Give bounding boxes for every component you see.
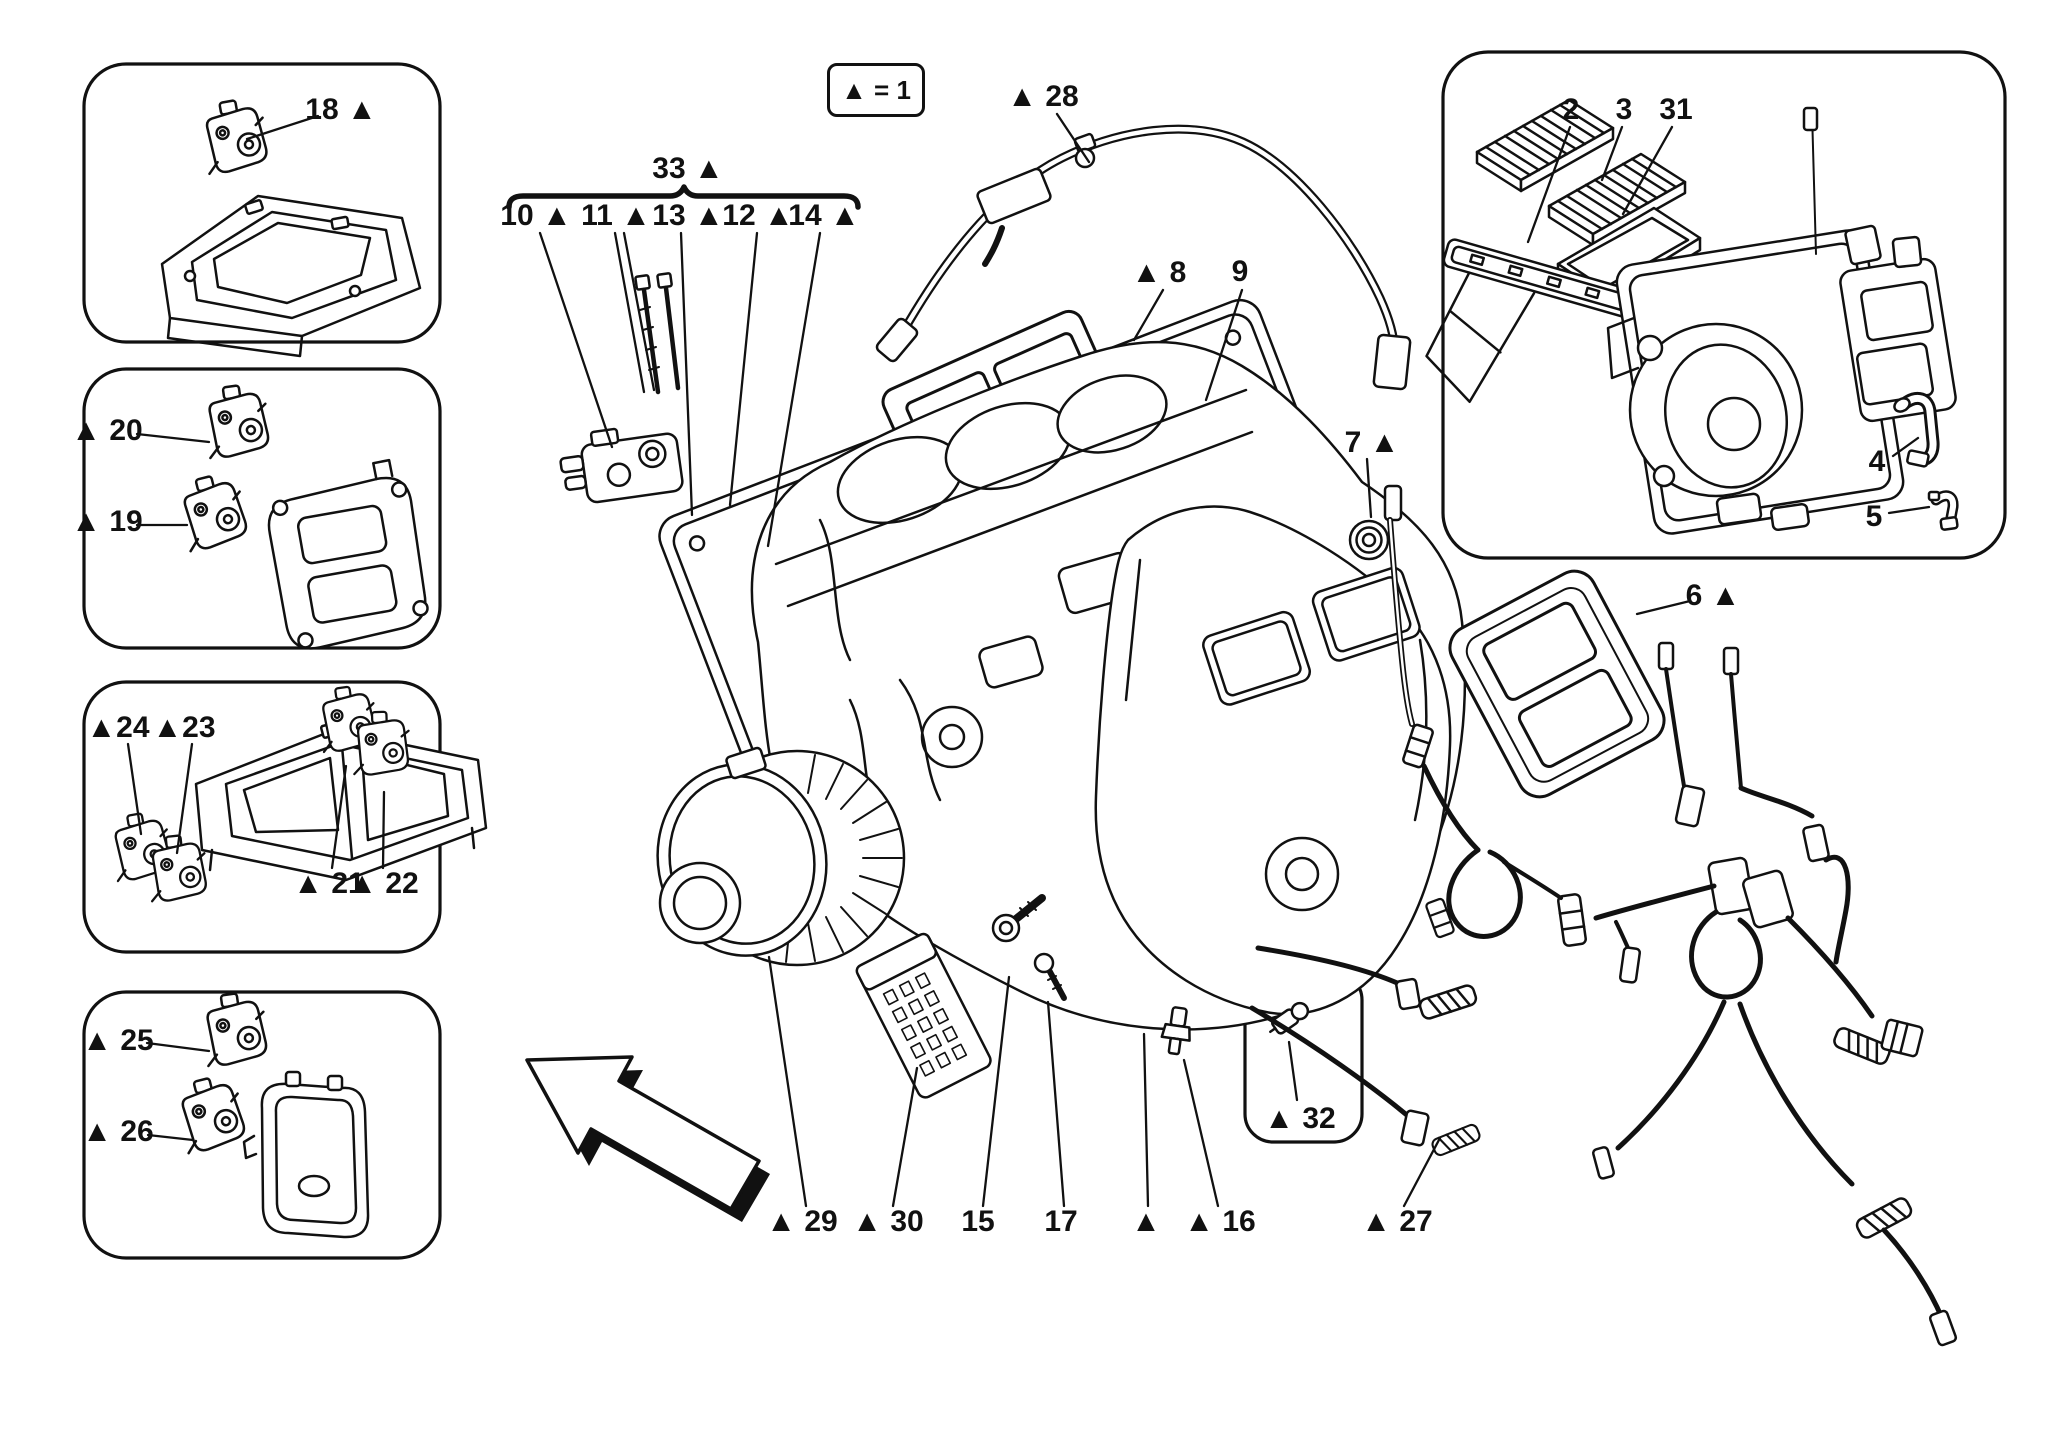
seal-6 [1448,569,1666,799]
bolt-15 [991,894,1046,943]
resistor-30 [855,932,992,1099]
callout-10: 10 ▲ [500,199,572,232]
bulb-32 [1269,1001,1310,1035]
box3-distributor [194,721,488,882]
callout-31: 31 [1659,93,1693,126]
box4-housing [242,1070,370,1239]
expansion-valve-10 [559,427,684,504]
callout-9: 9 [1231,255,1249,288]
callout-2: 2 [1562,93,1580,126]
cabin-filter-a [1475,98,1615,193]
actuator-20 [199,380,274,461]
grommet-7 [1348,519,1390,561]
legend-box: ▲ = 1 [827,63,925,117]
callout-27: ▲ 27 [1361,1205,1433,1238]
hose-5 [1927,490,1959,531]
callout-28: ▲ 28 [1007,80,1079,113]
screw-17 [1033,952,1067,1001]
actuator-25 [197,988,272,1069]
callout-32: ▲ 32 [1264,1102,1336,1135]
right-harness-group [1502,641,1958,1347]
assembled-unit [1606,106,1957,535]
callout-4: 4 [1868,445,1886,478]
callout-15: 15 [961,1205,995,1238]
legend-text: ▲ = 1 [841,74,911,105]
blower-motor-29 [656,746,906,967]
callout-23: ▲23 [152,711,216,744]
panel-box-25-26 [82,990,442,1260]
direction-arrow [525,1055,770,1222]
callout-29: ▲ 29 [766,1205,838,1238]
box1-housing [160,194,422,358]
actuator-19 [172,468,253,554]
callout-6: 6 ▲ [1685,579,1741,612]
wiring-harness-28 [875,124,1412,391]
panel-box-18 [82,62,442,344]
callout-22: ▲ 22 [347,867,419,900]
callout-19: ▲ 19 [71,505,143,538]
callout-8: ▲ 8 [1131,256,1187,289]
callout-3: 3 [1615,93,1633,126]
callout-30: ▲ 30 [852,1205,924,1238]
front-housing [1094,505,1452,1016]
actuator-26 [170,1070,251,1156]
callout-11: 11 ▲ [581,199,651,232]
callout-5: 5 [1865,500,1883,533]
callout-21: ▲ 21 [293,867,365,900]
panel-box-19-20 [82,367,442,650]
sensor-16 [1160,1006,1191,1056]
callout-26: ▲ 26 [82,1115,154,1148]
callout-triangle: ▲ [1131,1205,1161,1238]
leader-lines [126,112,1931,1208]
brace-33 [506,184,861,210]
hose-4 [1893,392,1940,468]
box2-bracket [267,458,429,650]
callout-24: ▲24 [86,711,150,744]
callout-7: 7 ▲ [1344,426,1400,459]
callout-25: ▲ 25 [82,1024,154,1057]
callout-33: 33 ▲ [652,152,724,185]
callout-17: 17 [1044,1205,1078,1238]
callout-13: 13 ▲ [652,199,724,232]
callout-12: 12 ▲ [722,199,794,232]
panel-box-assembly [1441,50,2007,560]
screws-11 [634,272,681,395]
mid-harness [1249,484,1523,1158]
callout-16: ▲ 16 [1184,1205,1256,1238]
callout-14: 14 ▲ [788,199,860,232]
callout-18: 18 ▲ [305,93,377,126]
callout-20: ▲ 20 [71,414,143,447]
